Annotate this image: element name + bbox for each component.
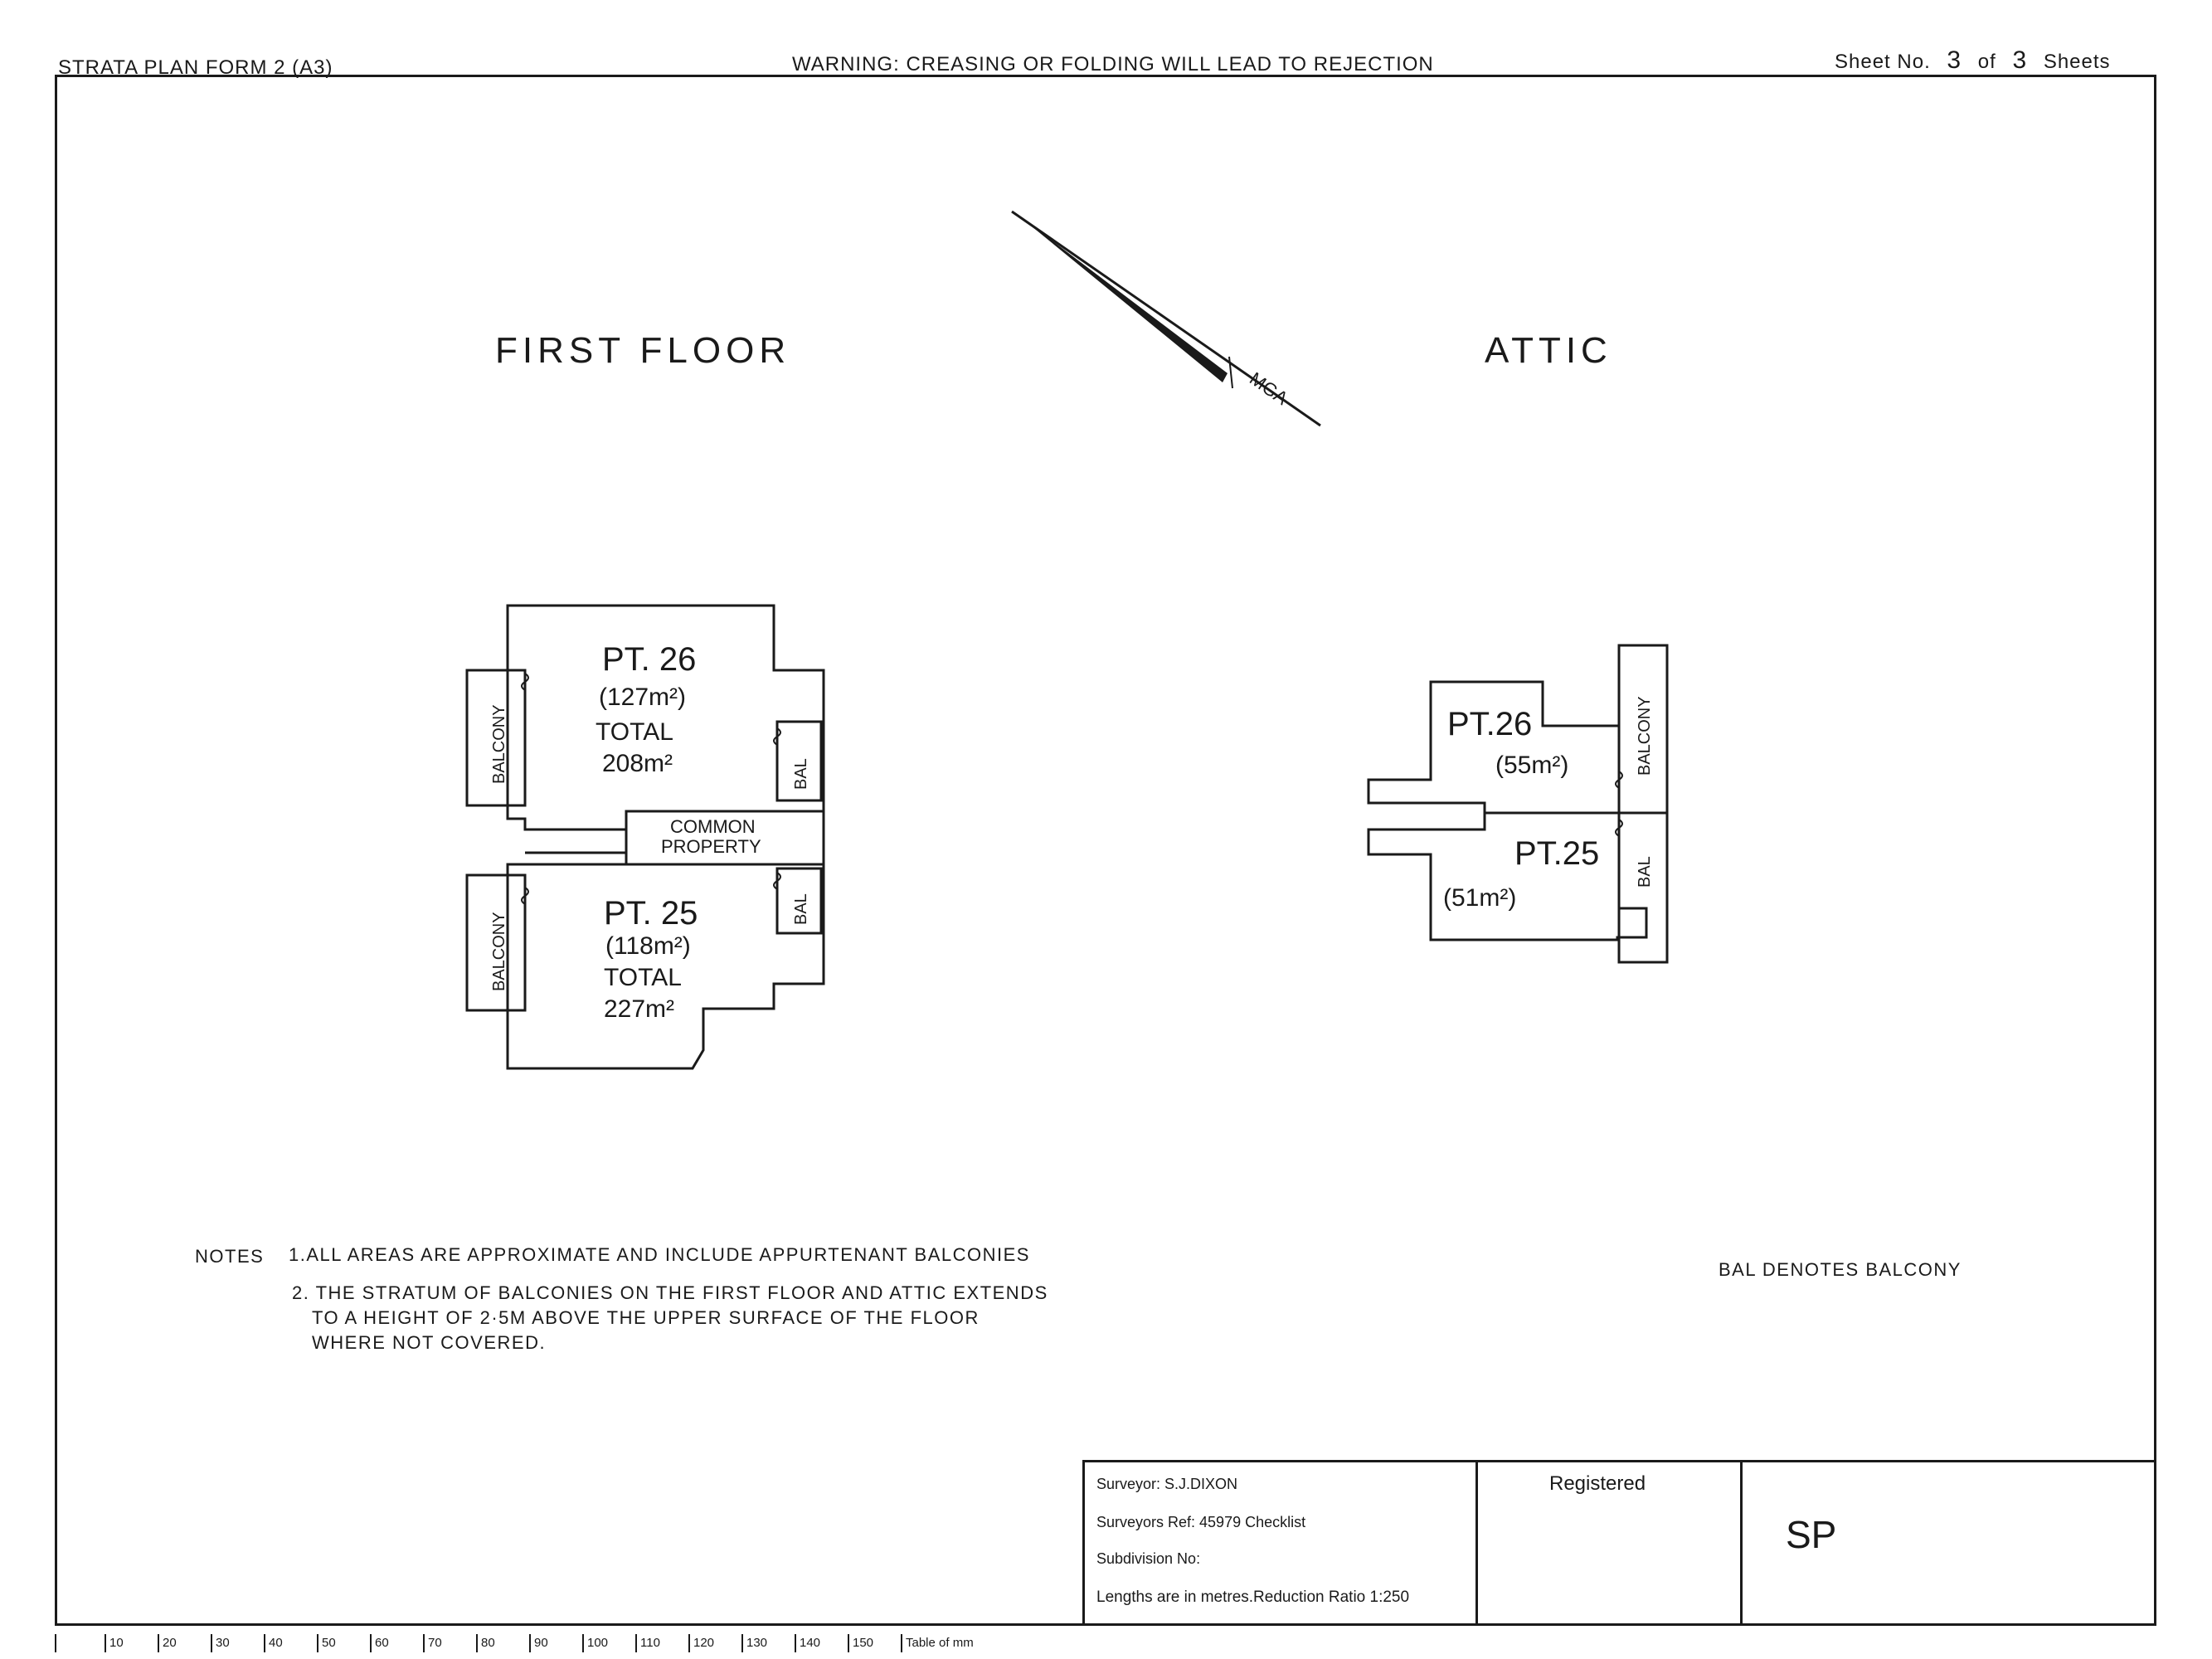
ruler-tick: 70: [423, 1634, 442, 1652]
ruler-tick: 50: [317, 1634, 336, 1652]
ruler-tick: 110: [635, 1634, 660, 1652]
ruler-end-label: Table of mm: [901, 1634, 974, 1652]
ruler-tick: 30: [211, 1634, 230, 1652]
first-floor-pt25-total: 227m²: [604, 995, 674, 1023]
sheet-of: of: [1977, 51, 1996, 73]
attic-pt26-area: (55m²): [1495, 752, 1568, 779]
note-2-line-2: TO A HEIGHT OF 2·5M ABOVE THE UPPER SURF…: [312, 1307, 980, 1328]
sheet-info: Sheet No. 3 of 3 Sheets: [1835, 46, 2111, 75]
first-floor-balcony-lower: [465, 873, 527, 1012]
surveyor-name: Surveyor: S.J.DIXON: [1096, 1476, 1238, 1492]
attic-pt25-name: PT.25: [1514, 835, 1599, 872]
sheet-number: 3: [1947, 46, 1962, 74]
sheet-prefix: Sheet No.: [1835, 51, 1931, 73]
attic-title: ATTIC: [1485, 330, 1612, 371]
title-block-divider-1: [1475, 1462, 1478, 1623]
sheet-suffix: Sheets: [2043, 51, 2111, 73]
first-floor-bal-lower: [775, 867, 823, 935]
first-floor-balcony-upper: [465, 669, 527, 807]
first-floor-pt25-name: PT. 25: [604, 895, 698, 932]
first-floor-pt26-area: (127m²): [599, 684, 686, 711]
sheet-total: 3: [2012, 46, 2028, 74]
ruler-tick: 20: [158, 1634, 177, 1652]
first-floor-bal-upper: [775, 720, 823, 802]
common-property-line2: PROPERTY: [661, 836, 761, 857]
attic-bal-label: BAL: [1636, 856, 1654, 888]
first-floor-bal-lower-label: BAL: [792, 893, 810, 925]
north-arrow-icon: [1011, 210, 1321, 427]
note-2-line-1: 2. THE STRATUM OF BALCONIES ON THE FIRST…: [292, 1282, 1048, 1303]
ruler-tick: 150: [848, 1634, 873, 1652]
lengths-note: Lengths are in metres.Reduction Ratio 1:…: [1096, 1588, 1410, 1606]
registered-label: Registered: [1549, 1472, 1646, 1495]
attic-pt25-area: (51m²): [1443, 884, 1516, 912]
first-floor-pt25-total-label: TOTAL: [604, 964, 682, 991]
title-block: Surveyor: S.J.DIXON Surveyors Ref: 45979…: [1082, 1460, 2156, 1626]
note-2-line-3: WHERE NOT COVERED.: [312, 1332, 547, 1353]
attic-pt25-boundary: [1367, 811, 1648, 941]
first-floor-pt26-total: 208m²: [602, 750, 673, 777]
ruler-tick: 60: [370, 1634, 389, 1652]
attic-pt26-name: PT.26: [1447, 706, 1532, 742]
ruler-tick: [55, 1634, 60, 1652]
ruler-tick: 120: [688, 1634, 714, 1652]
first-floor-balcony-upper-label: BALCONY: [490, 704, 508, 784]
first-floor-bal-upper-label: BAL: [792, 758, 810, 790]
sp-label: SP: [1786, 1513, 1837, 1556]
ruler-tick: 140: [795, 1634, 820, 1652]
note-1: 1.ALL AREAS ARE APPROXIMATE AND INCLUDE …: [289, 1244, 1030, 1265]
first-floor-pt26-total-label: TOTAL: [596, 718, 673, 746]
surveyor-ref: Surveyors Ref: 45979 Checklist: [1096, 1514, 1306, 1530]
attic-pt26-boundary: [1367, 680, 1621, 815]
notes-label: NOTES: [195, 1246, 265, 1267]
attic-balcony-label: BALCONY: [1636, 696, 1654, 776]
ruler-tick: 100: [582, 1634, 608, 1652]
mga-label: MGA: [1246, 368, 1292, 409]
scale-ruler: 10 20 30 40 50 60 70 80 90 100 110 120 130 140 150 Tabl…: [55, 1634, 1009, 1656]
first-floor-pt25-area: (118m²): [605, 932, 691, 960]
ruler-tick: 10: [105, 1634, 124, 1652]
warning-text: WARNING: CREASING OR FOLDING WILL LEAD T…: [792, 53, 1434, 75]
attic-bal: [1617, 811, 1669, 964]
first-floor-title: FIRST FLOOR: [495, 330, 791, 371]
first-floor-pt25-boundary: [506, 863, 825, 1070]
ruler-tick: 90: [529, 1634, 548, 1652]
ruler-tick: 40: [264, 1634, 283, 1652]
title-block-divider-2: [1740, 1462, 1743, 1623]
bal-legend: BAL DENOTES BALCONY: [1719, 1259, 1962, 1280]
ruler-tick: 80: [476, 1634, 495, 1652]
first-floor-balcony-lower-label: BALCONY: [490, 912, 508, 991]
common-property-line1: COMMON: [670, 816, 756, 837]
ruler-tick: 130: [741, 1634, 767, 1652]
first-floor-pt26-name: PT. 26: [602, 641, 696, 678]
subdivision-no: Subdivision No:: [1096, 1550, 1201, 1567]
